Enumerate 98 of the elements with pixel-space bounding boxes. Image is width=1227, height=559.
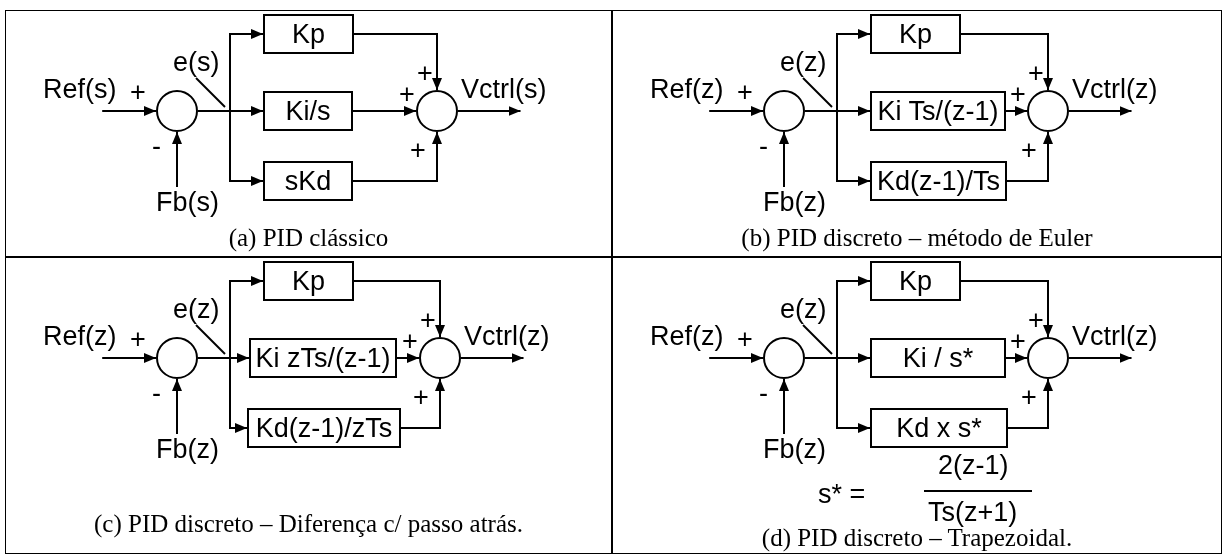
arrow (353, 280, 445, 338)
arrow (1007, 378, 1053, 429)
signal-label: Ref(z) (43, 321, 117, 351)
panel-caption: (a) PID clássico (227, 223, 390, 253)
sign-label: + (1028, 305, 1044, 335)
signal-label: Vctrl(z) (1072, 74, 1158, 104)
sign-label: + (1028, 58, 1044, 88)
summing-junction (416, 90, 458, 132)
transfer-function-block: Kp (870, 14, 961, 54)
signal-label: e(z) (780, 47, 827, 77)
signal-label: e(z) (780, 294, 827, 324)
leader-line (802, 324, 833, 355)
transfer-function-block: Kd x s* (870, 408, 1008, 448)
arrow (396, 353, 420, 363)
signal-label: e(s) (173, 47, 220, 77)
leader-line (195, 324, 226, 355)
sign-label: + (413, 382, 429, 412)
sign-label: - (759, 378, 768, 408)
transfer-function-block: Kp (870, 261, 961, 301)
diagram-panel (5, 10, 612, 257)
transfer-function-block: Kd(z-1)/zTs (247, 408, 401, 448)
summing-junction (419, 337, 461, 379)
signal-label: Fb(s) (156, 187, 219, 217)
transfer-function-block: Kp (263, 14, 354, 54)
arrow (172, 131, 182, 188)
panel-caption: (b) PID discreto – método de Euler (740, 223, 1094, 253)
sign-label: + (737, 77, 753, 107)
sign-label: + (1010, 79, 1026, 109)
sign-label: + (737, 324, 753, 354)
transfer-function-block: sKd (263, 161, 353, 201)
signal-label: Fb(z) (763, 434, 826, 464)
panel-caption: (c) PID discreto – Diferença c/ passo atrás. (93, 509, 524, 539)
sign-label: + (1010, 326, 1026, 356)
arrow (708, 106, 764, 116)
arrow (779, 131, 789, 188)
sign-label: + (399, 79, 415, 109)
formula-text: Ts(z+1) (928, 497, 1018, 527)
transfer-function-block: Ki zTs/(z-1) (249, 338, 397, 378)
signal-label: Fb(z) (156, 434, 219, 464)
summing-junction (763, 90, 805, 132)
signal-label: Vctrl(s) (461, 74, 547, 104)
signal-label: Vctrl(z) (464, 321, 550, 351)
sign-label: + (420, 305, 436, 335)
signal-label: Vctrl(z) (1072, 321, 1158, 351)
arrow (352, 106, 417, 116)
diagram-panel (612, 257, 1222, 554)
summing-junction (1027, 90, 1069, 132)
arrow (101, 106, 157, 116)
signal-label: Ref(z) (650, 321, 724, 351)
arrow (1005, 106, 1028, 116)
arrow (457, 106, 522, 116)
transfer-function-block: Ki / s* (870, 338, 1006, 378)
arrow (1006, 131, 1053, 182)
signal-label: Fb(z) (763, 187, 826, 217)
arrow (708, 353, 764, 363)
transfer-function-block: Kd(z-1)/Ts (870, 161, 1007, 201)
arrow (804, 357, 871, 433)
sign-label: + (410, 135, 426, 165)
arrow (352, 131, 442, 182)
formula-text: 2(z-1) (938, 450, 1009, 480)
sign-label: - (152, 378, 161, 408)
arrow (101, 353, 157, 363)
arrow (779, 378, 789, 435)
arrow (1005, 353, 1028, 363)
arrow (353, 33, 442, 91)
arrow (1068, 106, 1133, 116)
signal-label: Ref(z) (650, 74, 724, 104)
arrow (460, 353, 525, 363)
transfer-function-block: Ki/s (263, 91, 353, 131)
arrow (960, 280, 1053, 338)
arrow (197, 110, 264, 186)
summing-junction (156, 90, 198, 132)
transfer-function-block: Ki Ts/(z-1) (870, 91, 1006, 131)
formula-text: s* = (818, 479, 866, 509)
arrow (172, 378, 182, 435)
summing-junction (156, 337, 198, 379)
arrow (960, 33, 1053, 91)
transfer-function-block: Kp (263, 261, 354, 301)
sign-label: + (1021, 382, 1037, 412)
leader-line (195, 77, 226, 108)
summing-junction (1027, 337, 1069, 379)
sign-label: + (130, 77, 146, 107)
signal-label: e(z) (173, 294, 220, 324)
sign-label: + (402, 326, 418, 356)
sign-label: + (1021, 135, 1037, 165)
sign-label: + (130, 324, 146, 354)
diagram-panel (612, 10, 1222, 257)
diagram-panel (5, 257, 612, 554)
sign-label: + (417, 58, 433, 88)
signal-label: Ref(s) (43, 74, 117, 104)
arrow (804, 110, 871, 186)
arrow (1068, 353, 1133, 363)
arrow (197, 357, 248, 433)
sign-label: - (759, 131, 768, 161)
summing-junction (763, 337, 805, 379)
sign-label: - (152, 131, 161, 161)
arrow (400, 378, 445, 429)
leader-line (802, 77, 833, 108)
